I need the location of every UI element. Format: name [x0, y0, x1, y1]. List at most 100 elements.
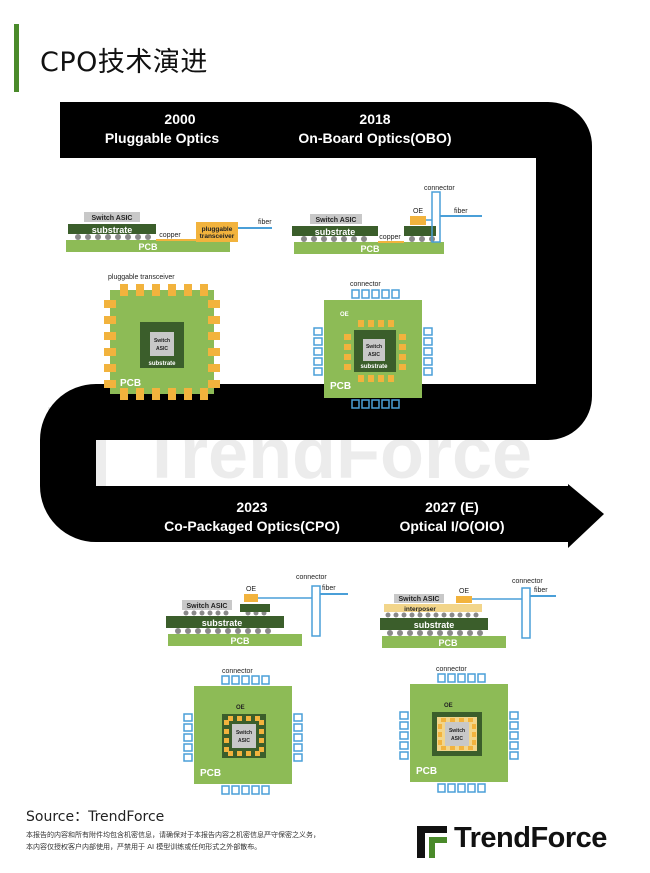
connectors: [399, 673, 519, 793]
connector-port: [467, 673, 476, 683]
oe-pad: [450, 718, 455, 722]
asic-top-label-2: ASIC: [368, 352, 380, 358]
oe-pad: [224, 738, 229, 743]
trendforce-logo-text: TrendForce: [454, 822, 607, 854]
connector-port: [447, 783, 456, 793]
connector-port: [293, 753, 303, 762]
oe-pad: [358, 375, 364, 382]
switch-asic-chip: [394, 594, 444, 603]
transceiver-pad: [104, 348, 116, 356]
connector-port: [361, 399, 370, 409]
connector-port: [457, 673, 466, 683]
connector-port: [423, 357, 433, 366]
connector-port: [183, 743, 193, 752]
connector-port: [423, 367, 433, 376]
oe-label: OE: [459, 588, 469, 595]
connector-port: [399, 751, 409, 760]
obo-substrate: [404, 226, 436, 236]
oe-pad: [344, 354, 351, 360]
connector-top-label: connector: [436, 666, 467, 673]
interposer-label: interposer: [404, 606, 436, 613]
oe-pad: [472, 732, 476, 737]
connector-port: [467, 783, 476, 793]
substrate-label: substrate: [92, 225, 133, 235]
oio-side-view: PCB substrate interposer Switch ASIC OE …: [380, 578, 556, 648]
source-note: Source：TrendForce: [26, 809, 165, 825]
pcb-top-label: PCB: [120, 378, 141, 389]
transceiver-pad: [208, 380, 220, 388]
pcb-layer: [294, 242, 444, 254]
transceiver-pad: [120, 284, 128, 296]
connector-port: [241, 675, 250, 685]
connector-port: [371, 289, 380, 299]
transceiver-pad: [152, 284, 160, 296]
connector-port: [381, 289, 390, 299]
oe-pad: [344, 364, 351, 370]
oe-top-label: OE: [236, 705, 245, 711]
connector-port: [231, 785, 240, 795]
connector-port: [509, 711, 519, 720]
connector-port: [241, 785, 250, 795]
oe-pad: [259, 747, 264, 752]
asic-top-label-2: ASIC: [156, 346, 168, 352]
fiber-label: fiber: [258, 219, 272, 226]
disclaimer-line-1: 本报告的内容和所有附件均包含机密信息，请确保对于本报告内容之机密信息严守保密之义…: [26, 831, 320, 839]
page-title: CPO技术演进: [40, 47, 208, 78]
transceiver-pad: [104, 300, 116, 308]
oe-pad: [237, 716, 242, 721]
connector-top-label: connector: [350, 281, 381, 288]
connector-port: [509, 741, 519, 750]
oe-pad: [441, 718, 446, 722]
stage-name: Optical I/O(OIO): [399, 518, 504, 534]
stage-header-2027: 2027 (E) Optical I/O(OIO): [399, 499, 504, 534]
pcb-label: PCB: [438, 638, 458, 648]
oe-pad: [399, 344, 406, 350]
title-accent-bar: [14, 24, 19, 92]
oe-pad: [399, 364, 406, 370]
oe-pad: [358, 320, 364, 327]
substrate-layer: [68, 224, 156, 234]
connector-port: [381, 399, 390, 409]
stage-name: Co-Packaged Optics(CPO): [164, 518, 340, 534]
oe-pads: [344, 320, 406, 382]
pcb-layer: [382, 636, 506, 648]
oe-pad: [441, 746, 446, 750]
connector-port: [437, 783, 446, 793]
oe-pad: [255, 751, 260, 756]
stage-year: 2000: [164, 111, 195, 127]
asic-label: Switch ASIC: [316, 217, 357, 224]
connector-port: [509, 731, 519, 740]
oe-pad: [246, 751, 251, 756]
oe-top-label: OE: [444, 703, 453, 709]
connector-label: connector: [512, 578, 543, 585]
connector-port: [183, 713, 193, 722]
oe-pad: [228, 751, 233, 756]
oe-label: OE: [246, 586, 256, 593]
oe-pad: [472, 740, 476, 745]
cpo-side-view: PCB substrate Switch ASIC OE fiber conne…: [166, 574, 348, 646]
pluggable-side-view: PCB substrate Switch ASIC copper pluggab…: [66, 212, 272, 252]
substrate-top-label: substrate: [360, 364, 388, 370]
transceiver-pad: [136, 284, 144, 296]
asic-label: Switch ASIC: [92, 215, 133, 222]
connector-label: connector: [424, 185, 455, 192]
transceiver-pad: [168, 284, 176, 296]
transceiver-pad: [208, 348, 220, 356]
connector: [311, 585, 321, 637]
transceiver-pad: [152, 388, 160, 400]
transceiver-pad: [104, 380, 116, 388]
connector-label: connector: [296, 574, 327, 581]
substrate-label: substrate: [315, 227, 356, 237]
oe-label: OE: [413, 208, 423, 215]
oe-pad: [368, 320, 374, 327]
oe-pad: [468, 746, 473, 750]
connector-port: [231, 675, 240, 685]
oe-pad: [472, 724, 476, 729]
substrate-top-label: substrate: [148, 361, 176, 367]
switch-asic-top: [445, 722, 469, 746]
interposer-bumps: [385, 612, 479, 618]
oe-pad: [459, 718, 464, 722]
pcb-top-label: PCB: [330, 381, 351, 392]
oe-chip: [410, 216, 426, 225]
